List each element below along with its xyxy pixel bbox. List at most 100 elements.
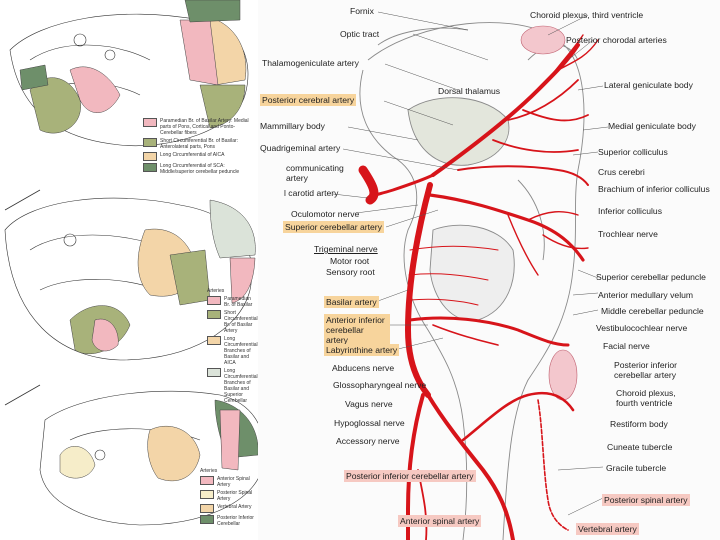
label-cuneate-tubercle: Cuneate tubercle xyxy=(607,442,673,452)
pica-right-text: Posterior inferior cerebellar artery xyxy=(614,360,678,380)
leader-lines xyxy=(332,11,609,516)
brainstem-sections-drawing xyxy=(4,0,258,526)
label-accessory-nerve: Accessory nerve xyxy=(336,436,400,446)
label-vestibulocochlear-nerve: Vestibulocochlear nerve xyxy=(596,323,688,333)
region-pink-bottom xyxy=(219,409,241,471)
communicating-artery-text: communicating artery xyxy=(286,163,344,183)
label-anterior-spinal-artery: Anterior spinal artery xyxy=(398,515,482,527)
legend-swatch-pink xyxy=(207,296,221,305)
posterior-inferior-cerebellar-artery xyxy=(461,391,575,442)
right-vertebral-artery xyxy=(406,393,425,540)
region-pale-bottom xyxy=(59,446,96,479)
superior-cerebellar-branches xyxy=(507,211,589,276)
label-thalamogeniculate-artery: Thalamogeniculate artery xyxy=(262,58,359,68)
label-superior-colliculus: Superior colliculus xyxy=(598,147,668,157)
label-aica: Anterior inferior cerebellar artery xyxy=(324,314,390,346)
legend-middle-item: Long Circumferential Branches of Basilar… xyxy=(224,368,258,404)
region-green-top-right xyxy=(184,0,241,23)
label-mammillary-body: Mammillary body xyxy=(260,121,325,131)
legend-bottom-item: Anterior Spinal Artery xyxy=(217,476,250,488)
label-restiform-body: Restiform body xyxy=(610,419,668,429)
label-choroid-plexus-fourth: Choroid plexus, fourth ventricle xyxy=(616,388,696,408)
choroid-plexus-fourth-shape xyxy=(548,349,578,401)
brainstem-sections-panel: Paramedian Br. of Basilar Artery: Medial… xyxy=(0,0,258,540)
legend-swatch-green xyxy=(207,310,221,319)
region-olive-mid xyxy=(169,249,211,306)
label-pica-bottom: Posterior inferior cerebellar artery xyxy=(344,470,476,482)
legend-middle-item: Long Circumferential Branches of Basilar… xyxy=(224,336,258,366)
legend-bottom-item: Posterior Inferior Cerebellar xyxy=(217,515,254,527)
legend-middle-item: Short Circumferential Br. of Basilar Art… xyxy=(224,310,258,334)
label-dorsal-thalamus: Dorsal thalamus xyxy=(438,86,501,96)
label-posterior-cerebral-artery: Posterior cerebral artery xyxy=(260,94,357,106)
brainstem-outline xyxy=(359,22,585,540)
label-oculomotor-nerve: Oculomotor nerve xyxy=(291,209,360,219)
label-vertebral-artery: Vertebral artery xyxy=(576,523,639,535)
choroid-plexus-third-shape xyxy=(520,25,566,55)
label-lateral-geniculate: Lateral geniculate body xyxy=(604,80,693,90)
label-superior-cerebellar-peduncle: Superior cerebellar peduncle xyxy=(596,272,706,282)
legend-bottom-item: Vertebral Artery xyxy=(217,504,252,510)
label-labyrinthine-artery: Labyrinthine artery xyxy=(324,344,400,356)
legend-middle-title: Arteries xyxy=(207,288,225,294)
region-olive-top-right xyxy=(199,84,246,129)
legend-swatch-tan xyxy=(207,336,221,345)
label-superior-cerebellar-artery: Superior cerebellar artery xyxy=(283,221,384,233)
label-glossopharyngeal-nerve: Glossopharyngeal nerve xyxy=(333,380,427,390)
legend-swatch-dgreen xyxy=(143,163,157,172)
region-tan-bottom xyxy=(147,425,201,482)
legend-top-item: Long Circumferential of AICA xyxy=(160,152,225,158)
label-communicating-artery: communicating artery xyxy=(286,163,350,183)
posterior-cerebral-branches xyxy=(492,79,589,153)
quadrigeminal-artery xyxy=(457,165,589,186)
label-sensory-root: Sensory root xyxy=(326,267,375,277)
label-brachium: Brachium of inferior colliculus xyxy=(598,184,710,194)
label-carotid-artery: l carotid artery xyxy=(284,188,339,198)
legend-top: Paramedian Br. of Basilar Artery: Medial… xyxy=(143,118,255,177)
region-green-top xyxy=(19,64,49,91)
label-medial-geniculate: Medial geniculate body xyxy=(608,121,696,131)
label-posterior-choroidal-arteries: Posterior chorodal arteries xyxy=(566,35,667,45)
brainstem-arteries-panel: Fornix Optic tract Thalamogeniculate art… xyxy=(258,0,720,540)
label-hypoglossal-nerve: Hypoglossal nerve xyxy=(334,418,405,428)
label-trigeminal-nerve: Trigeminal nerve xyxy=(314,244,378,254)
arrow-lower xyxy=(4,384,41,406)
posterior-cerebral-artery xyxy=(431,43,580,177)
brainstem-arteries-drawing xyxy=(332,11,609,540)
label-crus-cerebri: Crus cerebri xyxy=(598,167,645,177)
legend-swatch-tan xyxy=(143,152,157,161)
legend-middle-item: Paramedian Br. of Basilar xyxy=(224,296,253,308)
label-facial-nerve: Facial nerve xyxy=(603,341,650,351)
label-trochlear-nerve: Trochlear nerve xyxy=(598,229,658,239)
label-abducens-nerve: Abducens nerve xyxy=(332,363,395,373)
legend-bottom: Arteries Anterior Spinal Artery Posterio… xyxy=(200,468,258,529)
legend-swatch-pink xyxy=(200,476,214,485)
arrow-upper xyxy=(4,189,41,211)
legend-bottom-title: Arteries xyxy=(200,468,218,474)
legend-swatch-pale xyxy=(200,490,214,499)
legend-top-item: Short Circumferential Br. of Basilar: An… xyxy=(160,138,239,150)
label-middle-cerebellar-peduncle: Middle cerebellar peduncle xyxy=(601,306,704,316)
left-vertebral-artery xyxy=(426,393,515,540)
pontine-branches xyxy=(408,245,499,306)
label-basilar-artery: Basilar artery xyxy=(324,296,379,308)
label-fornix: Fornix xyxy=(350,6,374,16)
legend-swatch-dgreen xyxy=(200,515,214,524)
label-pica-right: Posterior inferior cerebellar artery xyxy=(614,360,704,380)
posterior-communicating-artery xyxy=(368,173,435,198)
posterior-spinal-artery xyxy=(537,399,569,531)
region-dotted-mid xyxy=(209,199,256,259)
label-choroid-plexus-third: Choroid plexus, third ventricle xyxy=(530,10,644,20)
label-anterior-medullary-velum: Anterior medullary velum xyxy=(598,290,694,300)
label-optic-tract: Optic tract xyxy=(340,29,380,39)
anterior-inferior-cerebellar-artery xyxy=(408,316,570,347)
label-posterior-spinal-artery: Posterior spinal artery xyxy=(602,494,690,506)
legend-swatch-dotted xyxy=(207,368,221,377)
legend-bottom-item: Posterior Spinal Artery xyxy=(217,490,253,502)
region-pink-mid xyxy=(229,257,256,304)
region-pink-mid-low xyxy=(91,318,119,352)
label-inferior-colliculus: Inferior colliculus xyxy=(598,206,662,216)
basilar-artery xyxy=(404,182,433,398)
label-gracile-tubercle: Gracile tubercle xyxy=(606,463,667,473)
labyrinthine-artery xyxy=(432,324,499,346)
